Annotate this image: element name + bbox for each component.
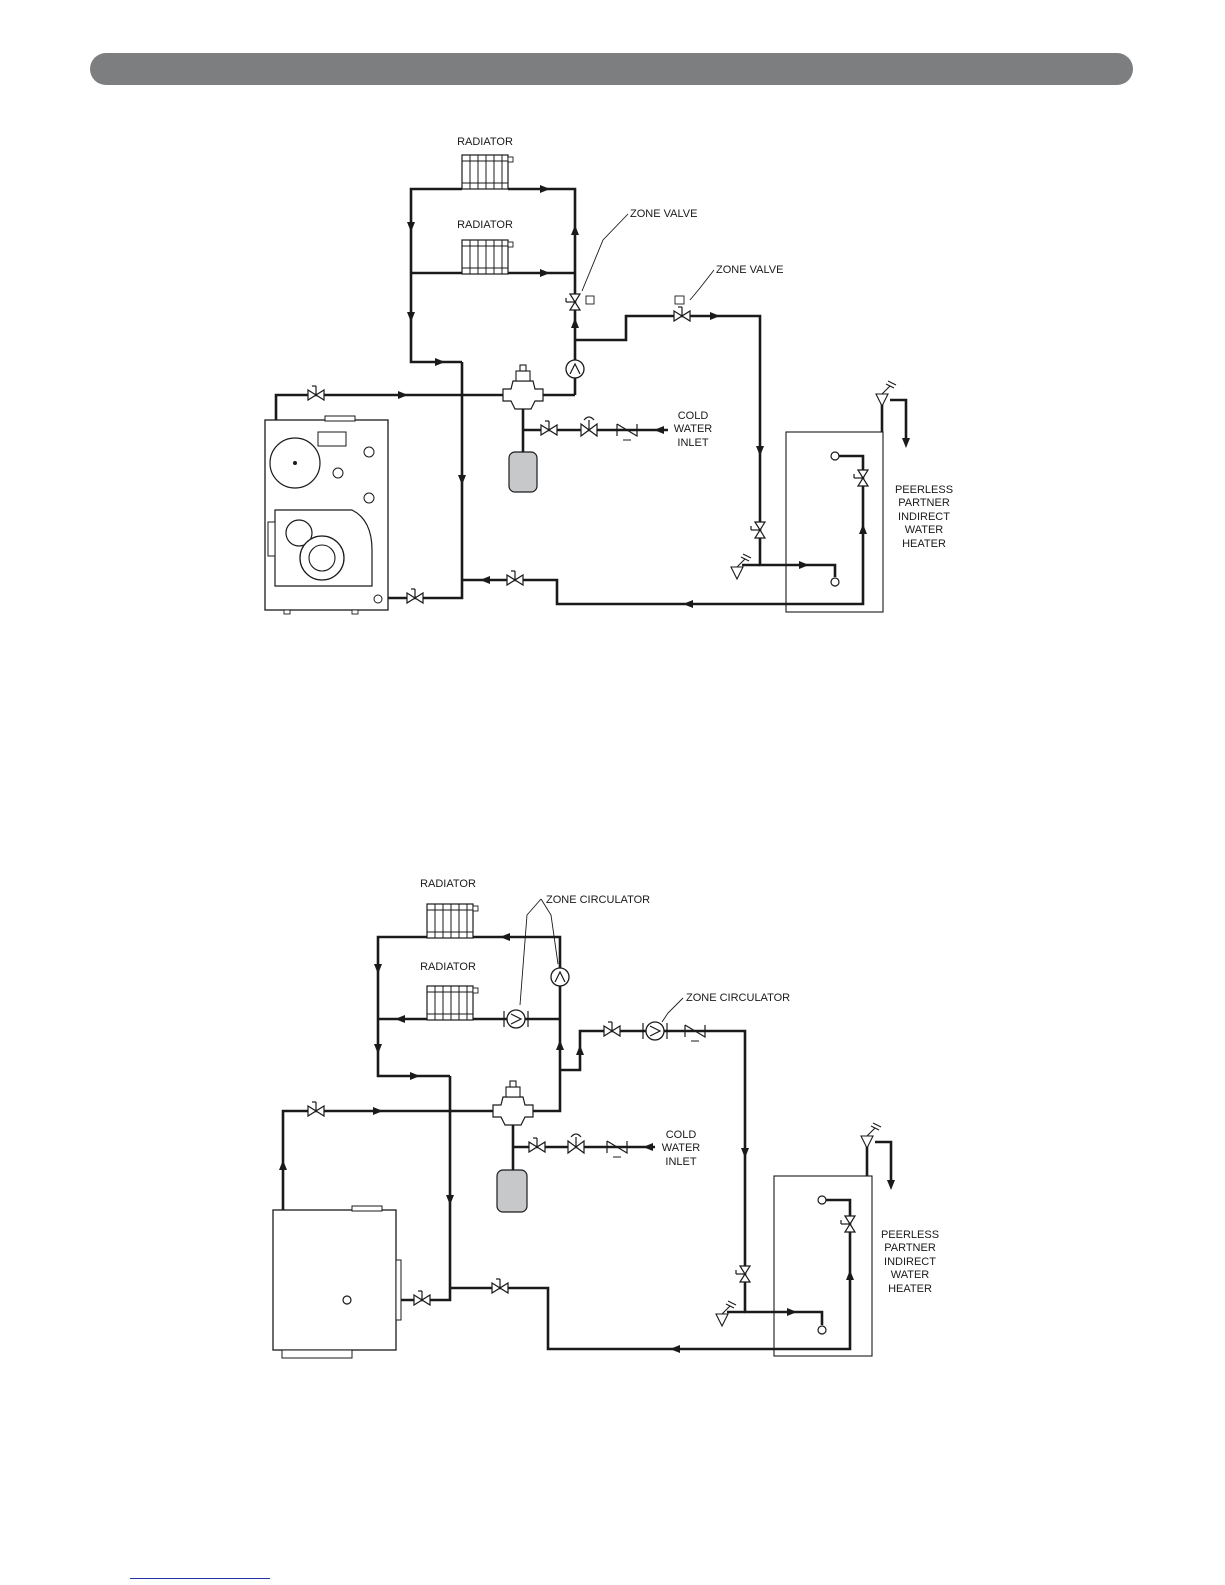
heater-valve-icon-b — [841, 1216, 855, 1232]
zone-valve-1-icon — [566, 294, 580, 310]
expansion-tank — [509, 452, 537, 492]
diagram-bottom: RADIATOR RADIATOR ZONE CIRCULATOR ZONE C… — [273, 878, 939, 1358]
return-valve-icon — [407, 589, 423, 603]
label-zone-valve-2: ZONE VALVE — [716, 264, 783, 276]
radiator-upper-icon-b — [427, 904, 478, 938]
zone-valve-2-icon — [674, 307, 690, 321]
label-heater-5: HEATER — [902, 538, 946, 550]
expansion-tank-b — [497, 1170, 527, 1212]
heater-supply-valve-icon-b — [736, 1266, 750, 1282]
zone-circulator-2-icon — [504, 1010, 528, 1028]
relief-valve-icon-b — [861, 1123, 881, 1148]
label-water-b: WATER — [662, 1142, 701, 1154]
return-valve-icon-b — [414, 1291, 430, 1305]
heater-return-valve-icon — [507, 571, 523, 585]
boiler-side — [273, 1206, 401, 1358]
boiler-front — [265, 416, 388, 614]
drain-valve-icon-b — [716, 1301, 736, 1326]
label-heater-4: WATER — [905, 524, 944, 536]
label-cold-b: COLD — [666, 1129, 697, 1141]
zone-check-valve-icon-b — [685, 1025, 705, 1041]
air-separator-icon-b — [493, 1081, 533, 1125]
heater-valve-icon — [854, 470, 868, 486]
relief-valve-icon — [876, 381, 896, 406]
fill-valve-icon-b — [529, 1138, 545, 1152]
radiator-upper-icon — [462, 155, 513, 189]
label-zone-circulator-1: ZONE CIRCULATOR — [546, 894, 650, 906]
label-heater-2-b: PARTNER — [884, 1242, 936, 1254]
label-radiator-upper: RADIATOR — [457, 136, 513, 148]
zone-circulator-3-icon — [643, 1022, 667, 1040]
label-radiator-lower-b: RADIATOR — [420, 961, 476, 973]
fill-valve-icon — [541, 421, 557, 435]
heater-supply-valve-icon — [751, 522, 765, 538]
label-zone-valve-1: ZONE VALVE — [630, 208, 697, 220]
label-zone-circulator-2: ZONE CIRCULATOR — [686, 992, 790, 1004]
radiator-lower-icon — [462, 240, 513, 274]
drain-valve-icon — [731, 554, 751, 579]
zone-isolation-valve-icon-b — [604, 1022, 620, 1036]
label-heater-1: PEERLESS — [895, 484, 953, 496]
zone-circulator-1-icon — [551, 968, 569, 986]
label-heater-5-b: HEATER — [888, 1283, 932, 1295]
system-circulator-icon — [566, 360, 584, 378]
label-cold: COLD — [678, 410, 709, 422]
label-heater-3-b: INDIRECT — [884, 1256, 936, 1268]
label-heater-4-b: WATER — [891, 1269, 930, 1281]
pressure-reducing-valve-icon-b — [568, 1134, 584, 1153]
air-separator-icon — [503, 365, 543, 409]
label-inlet: INLET — [677, 437, 708, 449]
label-inlet-b: INLET — [665, 1156, 696, 1168]
pressure-reducing-valve-icon — [581, 417, 597, 436]
footer-rule — [130, 1578, 270, 1579]
label-heater-1-b: PEERLESS — [881, 1229, 939, 1241]
label-water: WATER — [674, 423, 713, 435]
heater-return-valve-icon-b — [492, 1279, 508, 1293]
label-heater-3: INDIRECT — [898, 511, 950, 523]
label-radiator-lower: RADIATOR — [457, 219, 513, 231]
check-valve-icon-b — [607, 1141, 627, 1157]
label-radiator-upper-b: RADIATOR — [420, 878, 476, 890]
supply-valve-icon-b — [308, 1102, 324, 1116]
label-heater-2: PARTNER — [898, 497, 950, 509]
supply-valve-icon — [308, 386, 324, 400]
check-valve-icon — [617, 424, 637, 440]
radiator-lower-icon-b — [427, 986, 478, 1020]
diagram-top: RADIATOR RADIATOR ZONE VALVE ZONE VALVE … — [265, 136, 953, 614]
